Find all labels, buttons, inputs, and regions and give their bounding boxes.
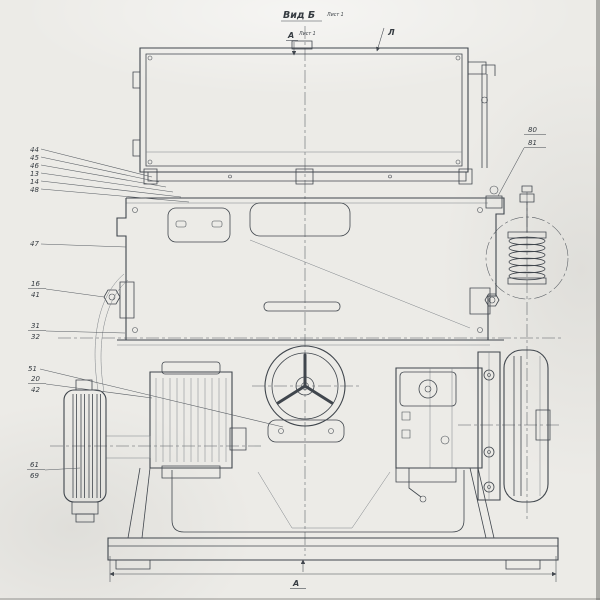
callout-81: 81 — [528, 139, 537, 147]
arrow-label-l: Л — [387, 28, 395, 37]
inspection-cover-center — [250, 203, 350, 236]
latch-bar — [144, 169, 472, 184]
callouts-right: 80 81 — [498, 126, 546, 196]
coil-spring — [509, 237, 545, 280]
inspection-cover-left — [168, 208, 230, 242]
view-note: Лист 1 — [326, 12, 344, 18]
callout-46: 46 — [30, 162, 39, 170]
spring-assembly — [508, 186, 546, 284]
callout-69: 69 — [30, 472, 39, 480]
callout-42: 42 — [31, 386, 40, 394]
base-bed — [108, 538, 558, 569]
rod-and-hook — [468, 62, 495, 168]
section-a-note: Лист 1 — [298, 31, 316, 37]
undercarriage — [128, 468, 494, 538]
lever-handle[interactable] — [409, 468, 421, 497]
callout-32: 32 — [31, 333, 40, 341]
belt-pulley — [64, 274, 128, 522]
callouts-left: 44 45 46 13 14 48 47 16 41 31 32 51 20 4… — [27, 146, 283, 480]
flywheel-disc — [504, 350, 550, 502]
electric-motor — [106, 362, 246, 478]
callout-45: 45 — [30, 154, 39, 162]
scan-edge-right — [596, 0, 600, 600]
main-body — [117, 198, 504, 345]
callout-31: 31 — [31, 322, 40, 330]
view-title: Вид Б — [283, 10, 315, 21]
handwheel[interactable] — [265, 346, 345, 426]
section-label-a-top: А — [287, 31, 294, 40]
callout-51: 51 — [28, 365, 37, 373]
top-housing — [133, 41, 495, 172]
callout-61: 61 — [30, 461, 39, 469]
section-label-a-bottom: А — [292, 579, 299, 588]
callout-13: 13 — [30, 170, 39, 178]
callout-14: 14 — [30, 178, 39, 186]
callout-44: 44 — [30, 146, 39, 154]
callout-48: 48 — [30, 186, 39, 194]
callout-16: 16 — [31, 280, 40, 288]
view-labels: Вид Б Лист 1 А Лист 1 Л — [281, 10, 395, 56]
callout-20: 20 — [31, 375, 40, 383]
callout-41: 41 — [31, 291, 40, 299]
right-mechanism — [396, 186, 502, 502]
callout-47: 47 — [30, 240, 39, 248]
slot-handle — [264, 302, 340, 311]
nameplate — [268, 420, 344, 442]
scan-edge-bottom — [0, 598, 600, 600]
bottom-dimension: А — [109, 556, 557, 589]
clamp-bolt — [104, 282, 134, 318]
callout-80: 80 — [528, 126, 537, 134]
